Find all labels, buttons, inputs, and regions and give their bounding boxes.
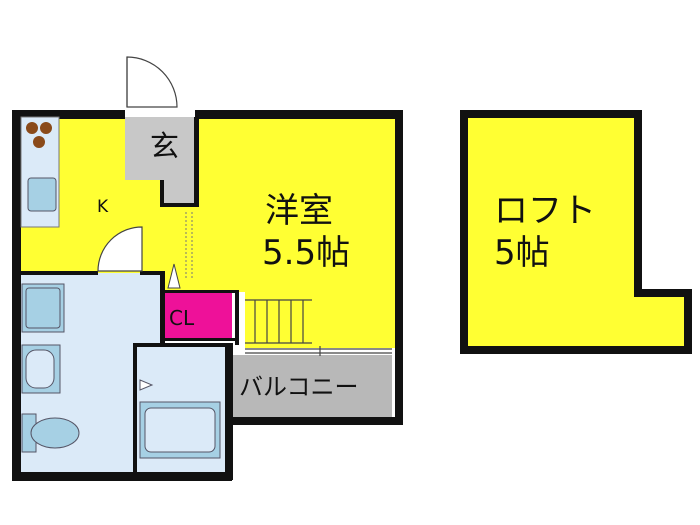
- closet-label: CL: [169, 306, 195, 330]
- stove-burner-icon: [40, 122, 52, 134]
- entrance-door: [126, 56, 178, 108]
- balcony-sash: [245, 346, 392, 356]
- stove-burner-icon: [33, 136, 45, 148]
- exterior-walls: [12, 110, 403, 481]
- loft-floor: [467, 117, 684, 346]
- western-room-size: 5.5帖: [262, 233, 350, 273]
- toilet-icon: [21, 413, 80, 453]
- interior-walls: [18, 117, 239, 475]
- sink-icon: [27, 177, 57, 212]
- wash-basin-icon: [21, 344, 61, 394]
- entrance-floor: [125, 117, 198, 205]
- loft-ladder: [245, 299, 312, 344]
- kitchen-counter: [20, 116, 60, 228]
- kitchen-label: K: [97, 197, 109, 217]
- bath-door-marker: [139, 379, 154, 391]
- main-floor: [18, 117, 398, 348]
- washing-machine-icon: [21, 283, 65, 333]
- closet-door-marker: [167, 263, 181, 289]
- balcony: [232, 355, 392, 417]
- stove-burner-icon: [26, 122, 38, 134]
- closet: [162, 292, 232, 340]
- bathtub-icon: [139, 401, 221, 459]
- loft-walls: [460, 110, 692, 354]
- balcony-label: バルコニー: [239, 373, 359, 401]
- sliding-door-track: [185, 212, 193, 280]
- loft-name: ロフト: [494, 191, 596, 231]
- western-room-name: 洋室: [265, 191, 333, 231]
- loft-size: 5帖: [494, 233, 550, 273]
- washroom-door: [97, 226, 143, 272]
- entrance-label: 玄: [150, 129, 179, 163]
